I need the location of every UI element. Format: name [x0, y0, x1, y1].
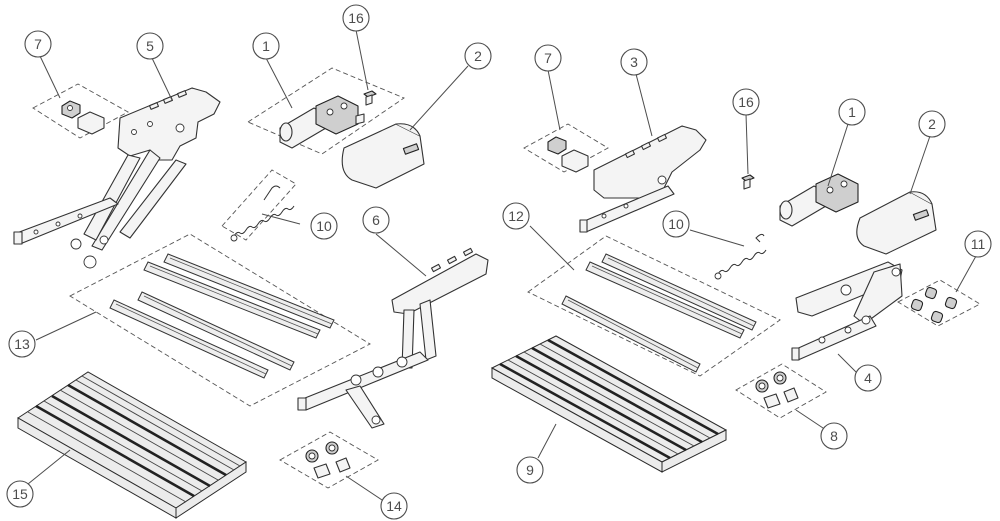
- callout-c9: 9: [516, 456, 544, 484]
- part-7-right-clips: [523, 123, 609, 173]
- callout-label: 13: [14, 336, 30, 352]
- callout-c10-right: 10: [662, 210, 690, 238]
- leader-lines: [27, 29, 977, 501]
- part-14-bushings: [279, 431, 379, 489]
- part-4-lower-link: [791, 261, 903, 361]
- callout-label: 16: [348, 10, 364, 26]
- callout-c2-right: 2: [918, 110, 946, 138]
- callout-label: 10: [316, 218, 332, 234]
- callout-c10-left: 10: [310, 212, 338, 240]
- callout-c15: 15: [6, 480, 34, 508]
- part-3-hinge-bracket: [579, 125, 707, 233]
- part-15-step-tread: [17, 371, 247, 519]
- callout-c12: 12: [502, 202, 530, 230]
- callout-c13: 13: [8, 330, 36, 358]
- callout-label: 7: [34, 36, 42, 52]
- callout-c1-left: 1: [252, 32, 280, 60]
- callout-c5: 5: [136, 32, 164, 60]
- callout-label: 9: [526, 462, 534, 478]
- callout-label: 2: [928, 116, 936, 132]
- part-7-left-clips: [32, 83, 129, 139]
- callout-label: 10: [668, 216, 684, 232]
- callout-c16-left: 16: [342, 4, 370, 32]
- callout-c11: 11: [964, 230, 992, 258]
- callout-c16-right: 16: [732, 88, 760, 116]
- part-11-clips: [897, 279, 981, 327]
- callout-c14: 14: [380, 492, 408, 520]
- part-16-left-screw: [363, 90, 377, 106]
- part-13-rods: [69, 233, 371, 407]
- part-1-left-motor: [247, 67, 405, 155]
- callout-c7-right: 7: [534, 44, 562, 72]
- callout-c6: 6: [362, 206, 390, 234]
- callout-label: 6: [372, 212, 380, 228]
- part-10-left-spring: [221, 169, 297, 242]
- part-16-right-screw: [741, 174, 755, 190]
- callout-label: 15: [12, 486, 28, 502]
- callout-label: 1: [848, 104, 856, 120]
- callout-label: 16: [738, 94, 754, 110]
- part-8-bushings: [735, 363, 827, 419]
- callout-label: 3: [630, 54, 638, 70]
- callout-c3: 3: [620, 48, 648, 76]
- part-5-hinge-bracket: [13, 87, 221, 269]
- callout-label: 14: [386, 498, 402, 514]
- callout-label: 12: [508, 208, 524, 224]
- callout-label: 8: [830, 428, 838, 444]
- part-1-right-motor: [779, 173, 859, 227]
- callout-c1-right: 1: [838, 98, 866, 126]
- part-2-right-cover: [856, 191, 937, 255]
- part-10-right-spring: [714, 233, 767, 280]
- callout-label: 2: [474, 48, 482, 64]
- callout-c7-left: 7: [24, 30, 52, 58]
- callout-c2-left: 2: [464, 42, 492, 70]
- callout-label: 7: [544, 50, 552, 66]
- part-2-left-cover: [341, 123, 425, 189]
- callout-c4: 4: [854, 364, 882, 392]
- part-12-rods: [527, 235, 781, 377]
- callout-label: 4: [864, 370, 872, 386]
- callout-label: 5: [146, 38, 154, 54]
- part-9-step-tread: [490, 335, 728, 473]
- part-6-hinge-bracket: [297, 247, 489, 429]
- callout-label: 11: [971, 236, 986, 252]
- callout-label: 1: [262, 38, 270, 54]
- callout-c8: 8: [820, 422, 848, 450]
